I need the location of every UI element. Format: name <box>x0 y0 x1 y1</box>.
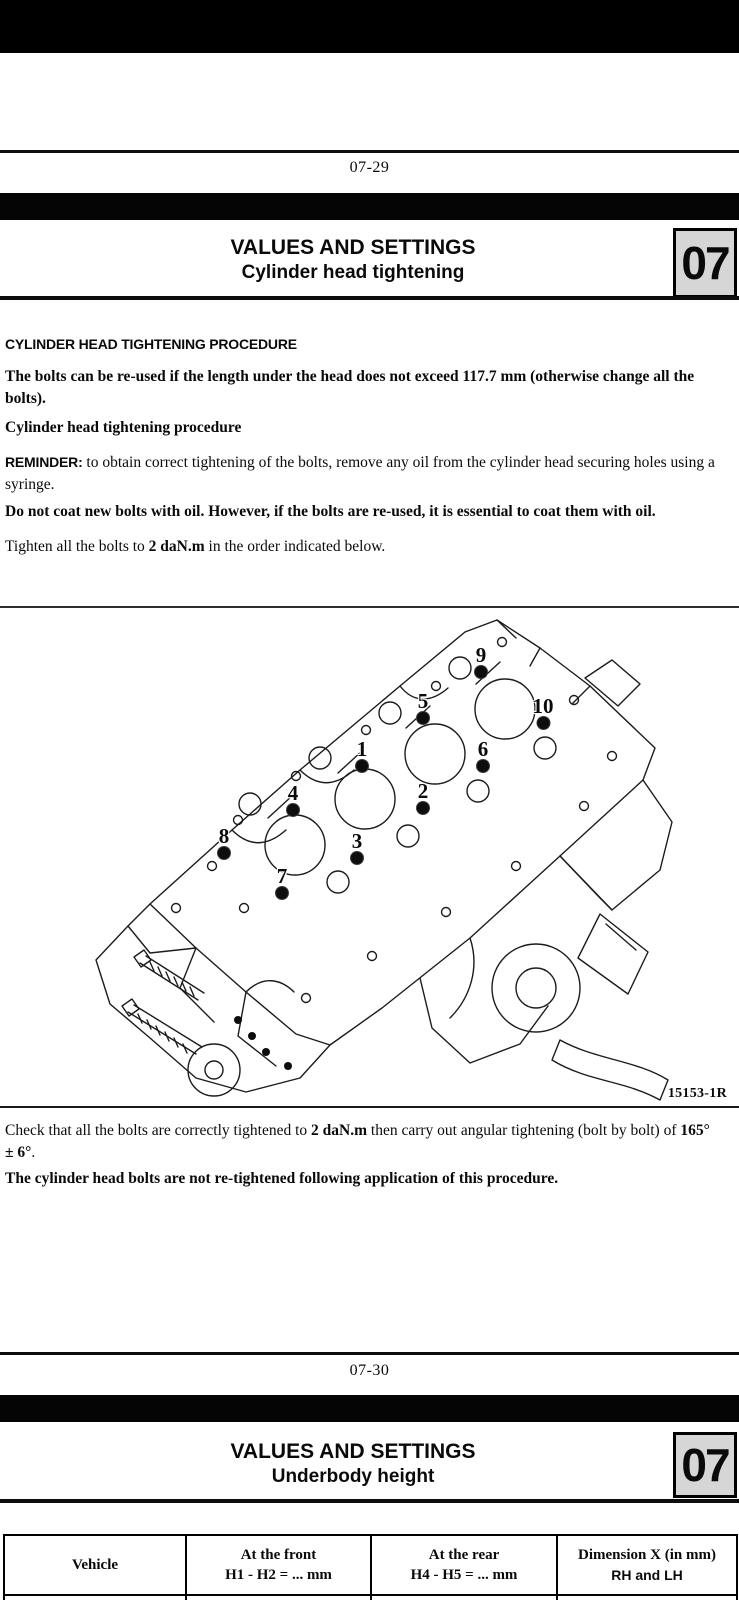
header-line: At the front <box>240 1547 317 1563</box>
bolt-number: 2 <box>417 779 429 803</box>
header-black-band-1 <box>0 193 739 220</box>
bolt-callout-3: 3 <box>351 831 363 864</box>
page-number-2: 07-30 <box>349 1362 390 1379</box>
page-number-1: 07-29 <box>349 159 390 176</box>
bolt-callout-7: 7 <box>276 866 288 899</box>
table-cell <box>556 1594 738 1600</box>
bolt-icon <box>417 802 429 814</box>
bolt-number: 9 <box>475 643 487 667</box>
header-rule-top-2 <box>0 1352 739 1355</box>
section-title-2: VALUES AND SETTINGS <box>230 1440 476 1463</box>
check-mid: then carry out angular tightening (bolt … <box>367 1122 681 1139</box>
subsection-title-2: Underbody height <box>271 1466 435 1488</box>
chapter-badge-2: 07 <box>673 1432 737 1498</box>
header-line: H4 - H5 = ... mm <box>410 1567 518 1583</box>
table-row <box>3 1594 738 1600</box>
para-bolt-reuse: The bolts can be re-used if the length u… <box>5 368 695 407</box>
header-line: H1 - H2 = ... mm <box>225 1567 332 1583</box>
bolt-number: 4 <box>287 781 299 805</box>
bolt-icon <box>477 760 489 772</box>
header-line: RH and LH <box>611 1567 683 1583</box>
para-oil-warning: Do not coat new bolts with oil. However,… <box>5 503 656 520</box>
reminder-label: REMINDER: <box>5 454 83 470</box>
bolt-icon <box>417 712 429 724</box>
bolt-callout-6: 6 <box>477 739 489 772</box>
table-header-vehicle: Vehicle <box>3 1534 187 1596</box>
tighten-post: in the order indicated below. <box>204 538 386 555</box>
bolt-icon <box>276 887 288 899</box>
underbody-height-table: Vehicle At the front H1 - H2 = ... mm At … <box>3 1534 738 1600</box>
table-header-rear: At the rear H4 - H5 = ... mm <box>370 1534 558 1596</box>
table-header-dimension-x: Dimension X (in mm) RH and LH <box>556 1534 738 1596</box>
header-rule-bottom-1 <box>0 296 739 300</box>
bolt-icon <box>218 847 230 859</box>
cylinder-head-figure: 1 2 3 4 5 6 7 8 9 10 15153-1R <box>0 606 739 1108</box>
check-pre: Check that all the bolts are correctly t… <box>5 1122 312 1139</box>
bolt-number: 5 <box>417 689 429 713</box>
engine-line-drawing <box>95 619 673 1101</box>
check-torque: 2 daN.m <box>311 1122 368 1139</box>
para-reminder: REMINDER: to obtain correct tightening o… <box>5 451 720 496</box>
table-cell <box>185 1594 372 1600</box>
header-line: Vehicle <box>71 1557 119 1573</box>
subsection-title-1: Cylinder head tightening <box>241 262 465 284</box>
table-header-front: At the front H1 - H2 = ... mm <box>185 1534 372 1596</box>
check-post: . <box>31 1144 36 1161</box>
header-rule-bottom-2 <box>0 1499 739 1503</box>
bolt-callout-5: 5 <box>417 691 429 724</box>
bolt-callout-2: 2 <box>417 781 429 814</box>
header-line: At the rear <box>428 1547 500 1563</box>
chapter-badge-1: 07 <box>673 228 737 298</box>
bolt-number: 1 <box>356 737 368 761</box>
para-check-tightening: Check that all the bolts are correctly t… <box>5 1120 720 1164</box>
reminder-text: to obtain correct tightening of the bolt… <box>5 454 715 493</box>
bolt-icon <box>351 852 363 864</box>
para-procedure-title: Cylinder head tightening procedure <box>5 419 242 436</box>
bolt-number: 8 <box>218 824 230 848</box>
header-rule-top <box>0 150 739 153</box>
bolt-icon <box>475 666 487 678</box>
bolt-callout-9: 9 <box>475 645 487 678</box>
header-line: Dimension X (in mm) <box>578 1547 716 1563</box>
bolt-callout-4: 4 <box>287 783 299 816</box>
bolt-number: 3 <box>351 829 363 853</box>
check-angle: 165° ± 6° <box>5 1122 710 1161</box>
bolt-number: 7 <box>276 864 288 888</box>
para-no-retighten: The cylinder head bolts are not re-tight… <box>5 1170 559 1187</box>
bolt-icon <box>537 717 549 729</box>
bolt-number: 6 <box>477 737 489 761</box>
bolt-icon <box>287 804 299 816</box>
bolt-callout-10: 10 <box>533 696 554 729</box>
title-block-1: VALUES AND SETTINGS Cylinder head tighte… <box>0 235 739 285</box>
bolt-callout-8: 8 <box>218 826 230 859</box>
bolt-number: 10 <box>532 694 554 718</box>
table-cell <box>370 1594 558 1600</box>
para-tighten: Tighten all the bolts to 2 daN.m in the … <box>5 536 720 558</box>
header-black-band-2 <box>0 1395 739 1422</box>
procedure-heading: CYLINDER HEAD TIGHTENING PROCEDURE <box>5 336 297 352</box>
title-block-2: VALUES AND SETTINGS Underbody height <box>0 1439 739 1489</box>
section-title-1: VALUES AND SETTINGS <box>230 236 476 259</box>
figure-reference: 15153-1R <box>667 1086 727 1101</box>
scan-top-bar <box>0 0 739 53</box>
tighten-pre: Tighten all the bolts to <box>5 538 149 555</box>
table-cell <box>3 1594 187 1600</box>
bolt-icon <box>356 760 368 772</box>
bolt-callout-1: 1 <box>356 739 368 772</box>
tighten-torque: 2 daN.m <box>148 538 205 555</box>
